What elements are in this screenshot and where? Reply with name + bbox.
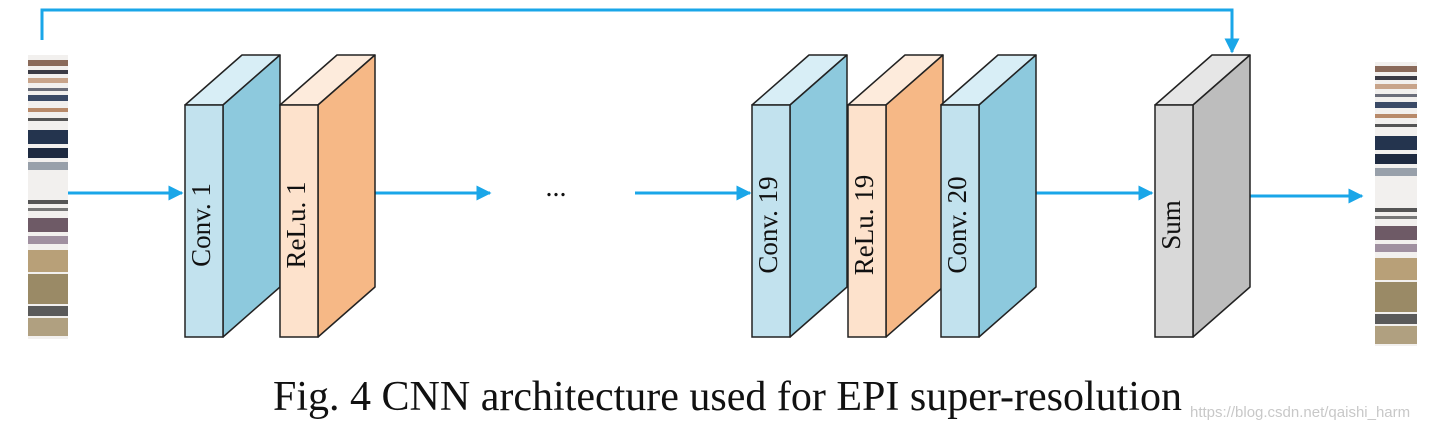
layer-label: Sum (1156, 200, 1186, 250)
layer-block-relu: ReLu. 19 (847, 54, 944, 338)
flow-arrows (68, 185, 1364, 204)
block-side-face (222, 54, 281, 338)
skip-connection-arrow (40, 8, 1240, 54)
block-side-face (1192, 54, 1251, 338)
block-side-face (317, 54, 376, 338)
input-epi-image (28, 55, 68, 339)
layer-block-sum: Sum (1154, 54, 1251, 338)
layer-label: Conv. 19 (753, 176, 783, 273)
output-epi-image (1375, 62, 1417, 346)
block-front-face (751, 104, 791, 338)
block-side-face (789, 54, 848, 338)
layer-label: Conv. 20 (942, 176, 972, 273)
watermark: https://blog.csdn.net/qaishi_harm (1190, 404, 1411, 421)
figure-caption: Fig. 4 CNN architecture used for EPI sup… (273, 374, 1182, 420)
layer-block-conv: Conv. 19 (751, 54, 848, 338)
block-front-face (1154, 104, 1194, 338)
block-front-face (847, 104, 887, 338)
ellipsis: ... (546, 172, 567, 203)
diagram-canvas: Conv. 1 ReLu. 1 Conv. 19 ReLu. 19 Conv. 20 Su… (28, 8, 1417, 346)
block-front-face (279, 104, 319, 338)
layer-label: ReLu. 19 (849, 175, 879, 276)
block-side-face (978, 54, 1037, 338)
block-front-face (940, 104, 980, 338)
layer-blocks: Conv. 1 ReLu. 1 Conv. 19 ReLu. 19 Conv. 20 Su… (184, 54, 1251, 338)
layer-block-relu: ReLu. 1 (279, 54, 376, 338)
layer-label: ReLu. 1 (281, 182, 311, 269)
layer-label: Conv. 1 (186, 183, 216, 267)
block-front-face (184, 104, 224, 338)
layer-block-conv: Conv. 20 (940, 54, 1037, 338)
layer-block-conv: Conv. 1 (184, 54, 281, 338)
block-side-face (885, 54, 944, 338)
